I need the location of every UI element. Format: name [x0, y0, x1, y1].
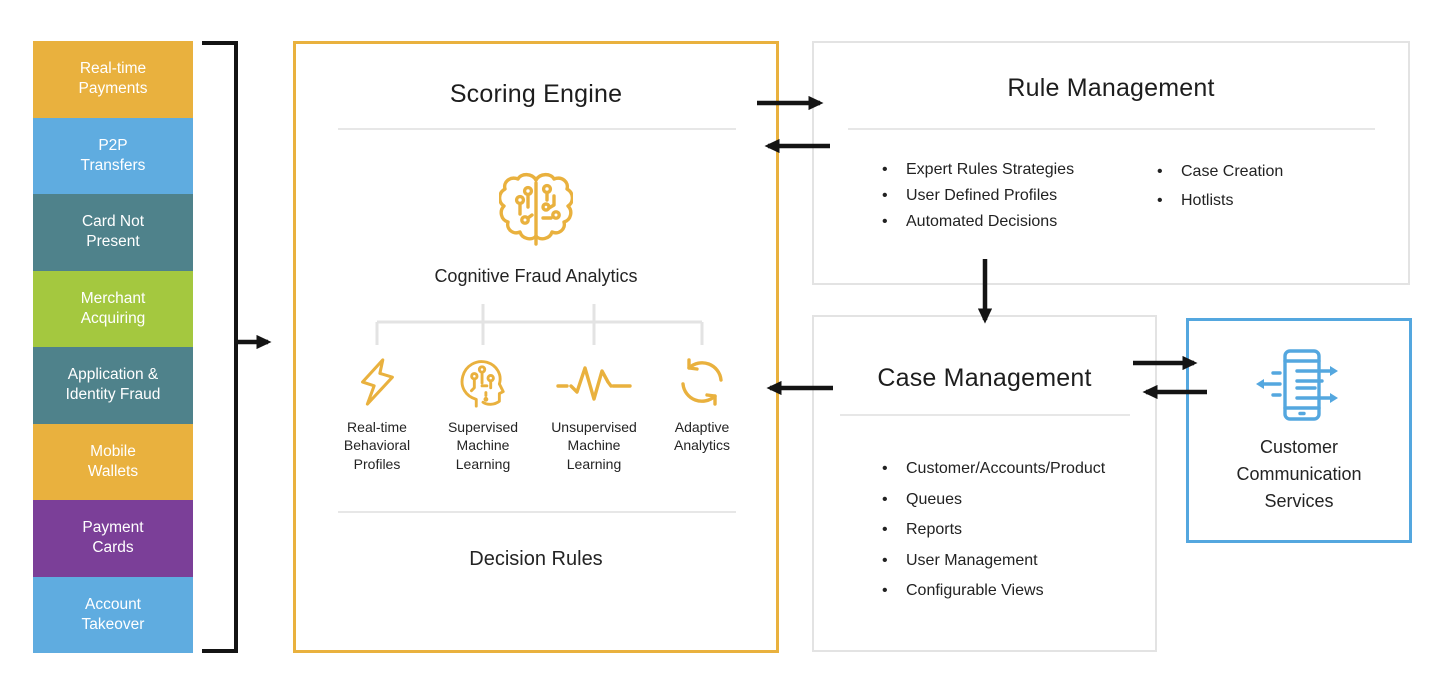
divider — [840, 414, 1130, 416]
rule-management-title: Rule Management — [1007, 74, 1215, 102]
decision-rules-label: Decision Rules — [469, 548, 603, 570]
phone-messages-icon — [1252, 348, 1348, 422]
case-management-bullets: Customer/Accounts/Product Queues Reports… — [880, 454, 1105, 607]
bullet-item: Queues — [880, 485, 1105, 516]
scoring-engine-panel: Scoring Engine Cognitive Fraud Analytics — [293, 41, 779, 653]
bullet-item: Reports — [880, 515, 1105, 546]
bullet-item: Hotlists — [1155, 186, 1283, 215]
channel-box-application-identity-fraud: Application & Identity Fraud — [33, 347, 193, 424]
channel-box-p2p-transfers: P2P Transfers — [33, 117, 193, 194]
bullet-item: Expert Rules Strategies — [880, 157, 1074, 183]
sync-arrows-icon — [644, 357, 760, 407]
brain-circuit-icon — [497, 170, 575, 248]
component-label: Supervised Machine Learning — [447, 419, 519, 472]
waveform-icon — [536, 357, 652, 407]
customer-communication-panel: Customer Communication Services — [1186, 318, 1412, 543]
lightning-icon — [319, 357, 435, 407]
divider — [338, 128, 736, 130]
component-label: Unsupervised Machine Learning — [551, 419, 637, 472]
bullet-item: User Defined Profiles — [880, 183, 1074, 209]
bullet-item: Case Creation — [1155, 157, 1283, 186]
channel-column: Real-time Payments P2P Transfers Card No… — [33, 41, 193, 653]
bullet-item: Automated Decisions — [880, 209, 1074, 235]
rule-management-panel: Rule Management Expert Rules Strategies … — [812, 41, 1410, 285]
component-supervised-machine-learning: Supervised Machine Learning — [425, 357, 541, 473]
rule-management-bullets-col2: Case Creation Hotlists — [1155, 157, 1283, 215]
divider — [338, 511, 736, 513]
channel-box-payment-cards: Payment Cards — [33, 500, 193, 577]
bullet-item: User Management — [880, 546, 1105, 577]
component-adaptive-analytics: Adaptive Analytics — [644, 357, 760, 455]
channel-bracket — [202, 41, 238, 653]
rule-management-bullets-col1: Expert Rules Strategies User Defined Pro… — [880, 157, 1074, 235]
channel-box-merchant-acquiring: Merchant Acquiring — [33, 270, 193, 347]
divider — [848, 128, 1375, 130]
component-realtime-behavioral-profiles: Real-time Behavioral Profiles — [319, 357, 435, 473]
customer-communication-label: Customer Communication Services — [1236, 437, 1362, 511]
channel-box-mobile-wallets: Mobile Wallets — [33, 423, 193, 500]
bullet-item: Customer/Accounts/Product — [880, 454, 1105, 485]
channel-box-account-takeover: Account Takeover — [33, 576, 193, 653]
case-management-panel: Case Management Customer/Accounts/Produc… — [812, 315, 1157, 652]
channel-box-real-time-payments: Real-time Payments — [33, 41, 193, 118]
cognitive-fraud-analytics-label: Cognitive Fraud Analytics — [434, 266, 638, 286]
component-unsupervised-machine-learning: Unsupervised Machine Learning — [536, 357, 652, 473]
channel-box-card-not-present: Card Not Present — [33, 194, 193, 271]
scoring-engine-title: Scoring Engine — [449, 80, 623, 108]
component-label: Adaptive Analytics — [673, 419, 731, 454]
component-label: Real-time Behavioral Profiles — [343, 419, 411, 472]
bullet-item: Configurable Views — [880, 576, 1105, 607]
case-management-title: Case Management — [877, 364, 1092, 392]
head-circuit-icon — [425, 357, 541, 408]
